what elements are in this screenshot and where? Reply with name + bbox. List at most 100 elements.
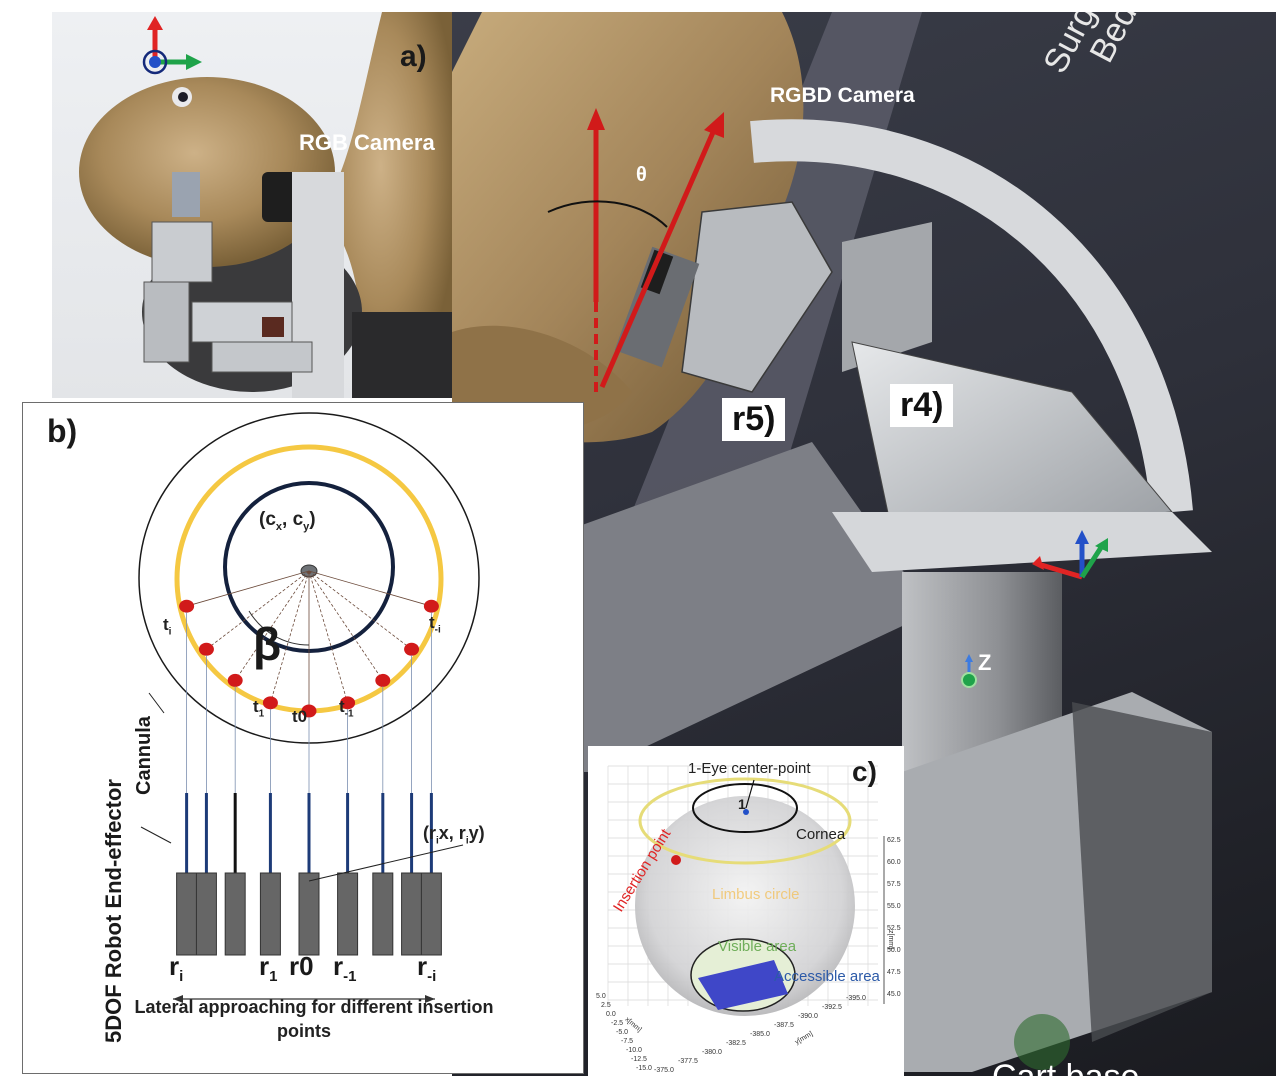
robot-end-effector xyxy=(176,872,198,956)
x-axis-ticks: 5.02.50.0-2.5-5.0-7.5-10.0-12.5-15.0 xyxy=(596,993,652,1072)
t1-main: t xyxy=(253,697,259,716)
tip-x: x, r xyxy=(438,823,466,843)
axis-tick-label: -375.0 xyxy=(654,1067,674,1074)
axis-tick-label: -385.0 xyxy=(750,1031,770,1038)
angle-rays xyxy=(186,570,432,711)
center-label-sub-y: y xyxy=(303,520,310,533)
axis-tick-label: -380.0 xyxy=(702,1049,722,1056)
cornea-ellipse xyxy=(692,783,798,833)
beta-angle-label: β xyxy=(253,618,282,670)
robot-label-r0: r0 xyxy=(289,951,314,981)
target-point xyxy=(404,642,420,656)
target-point xyxy=(179,599,195,613)
robot-end-effector xyxy=(259,872,281,956)
ri-main: r xyxy=(169,951,180,981)
target-point xyxy=(340,696,356,710)
z-axis-ticks: 62.560.057.555.052.550.047.545.0 xyxy=(887,837,901,998)
cornea-label: Cornea xyxy=(796,826,846,843)
caption-line-2: points xyxy=(277,1021,331,1041)
cannula-leader-line xyxy=(148,692,165,714)
axis-tick-label: 60.0 xyxy=(887,859,901,866)
theta-angle-arrows xyxy=(547,108,724,392)
t-minus-1-sub: -1 xyxy=(344,708,354,720)
robot-label-r-minus-i: r-i xyxy=(417,951,436,985)
target-label-t1: t1 xyxy=(253,697,264,719)
target-point xyxy=(375,673,391,687)
axis-tick-label: 62.5 xyxy=(887,837,901,844)
theta-label: θ xyxy=(636,164,647,186)
target-label-t-minus-i: t-i xyxy=(429,613,441,635)
coordinate-axes-icon xyxy=(142,16,202,75)
cannula-label: Cannula xyxy=(133,716,155,795)
robot-end-effectors xyxy=(176,872,442,956)
cart-wheel xyxy=(1014,1014,1070,1070)
axis-tick-label: -15.0 xyxy=(636,1065,652,1072)
angle-ray xyxy=(308,570,412,650)
robot-label-r1: r1 xyxy=(259,951,277,985)
rgbd-camera-label: RGBD Camera xyxy=(770,84,915,107)
axis-tick-label: 0.0 xyxy=(606,1011,616,1018)
eye-3d-plot: 62.560.057.555.052.550.047.545.0 5.02.50… xyxy=(596,765,901,1074)
joint-r4-label: r4) xyxy=(890,384,954,427)
t1-sub: 1 xyxy=(258,708,265,720)
eye-center-arrow xyxy=(745,779,755,809)
r-minus-1-sub: -1 xyxy=(343,968,357,986)
axis-tick-label: -382.5 xyxy=(726,1040,746,1047)
tip-coordinate-label: (rix, riy) xyxy=(423,823,485,847)
robot-end-effector xyxy=(401,872,423,956)
angle-ray xyxy=(206,570,310,650)
panel-a-letter: a) xyxy=(400,40,427,73)
beta-arc xyxy=(248,610,310,646)
panel-a-top-view: a) RGB Camera xyxy=(52,12,452,398)
axis-tick-label: -10.0 xyxy=(626,1047,642,1054)
eye-center-point xyxy=(743,809,749,815)
robot-end-effector xyxy=(372,872,394,956)
robot-end-effector xyxy=(195,872,217,956)
shoulder-shape xyxy=(322,12,452,398)
robot-end-effector xyxy=(420,872,442,956)
limbus-label: Limbus circle xyxy=(712,886,800,903)
axis-tick-label: 45.0 xyxy=(887,991,901,998)
target-label-ti: ti xyxy=(163,615,171,637)
main-scene-illustration xyxy=(452,12,1212,1072)
target-point xyxy=(262,696,278,710)
axis-tick-label: 52.5 xyxy=(887,925,901,932)
t-minus-i-sub: -i xyxy=(434,624,441,636)
joint-r5-label: r5) xyxy=(722,398,786,441)
axis-tick-label: 5.0 xyxy=(596,993,606,1000)
r-minus-i-sub: -i xyxy=(427,968,437,986)
center-coordinate-label: (cx, cy) xyxy=(259,509,316,533)
robot-arm-top-view xyxy=(143,172,452,398)
angle-ray xyxy=(308,570,384,681)
t-minus-1-main: t xyxy=(339,697,345,716)
lateral-arrow-left-head xyxy=(173,995,183,1003)
ti-main: t xyxy=(163,615,169,634)
axis-tick-label: 55.0 xyxy=(887,903,901,910)
axis-tick-label: -387.5 xyxy=(774,1022,794,1029)
tip-leader-line xyxy=(308,844,464,882)
angle-ray xyxy=(308,570,432,607)
z-axis-label: z[mm] xyxy=(887,930,894,950)
target-point xyxy=(301,704,317,718)
accessible-area-label: Accessible area xyxy=(774,968,880,985)
tip-sub-i2: i xyxy=(465,835,469,847)
axis-tick-label: -5.0 xyxy=(616,1029,628,1036)
center-label-sep: , c xyxy=(282,509,304,530)
axis-tick-label: -395.0 xyxy=(846,995,866,1002)
axis-tick-label: -390.0 xyxy=(798,1013,818,1020)
visible-area-label: Visible area xyxy=(718,938,797,955)
limbus-ellipse xyxy=(638,777,852,865)
axis-tick-label: -392.5 xyxy=(822,1004,842,1011)
robot-label-r-minus-1: r-1 xyxy=(333,951,356,985)
insertion-point-marker xyxy=(671,855,681,865)
axis-tick-label: 50.0 xyxy=(887,947,901,954)
tip-y: y) xyxy=(468,823,485,843)
center-label-close: ) xyxy=(309,509,316,530)
target-label-t-minus-1: t-1 xyxy=(339,697,354,719)
axis-tick-label: -12.5 xyxy=(631,1056,647,1063)
robot-end-effector xyxy=(224,872,246,956)
lateral-arrow-right-head xyxy=(425,995,435,1003)
tip-sub-i: i xyxy=(436,835,439,847)
r1-main: r xyxy=(259,951,270,981)
